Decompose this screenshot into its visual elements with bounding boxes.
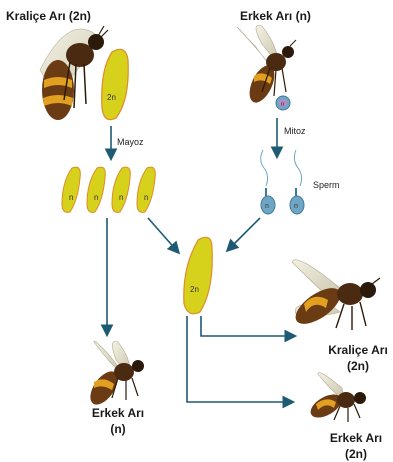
meiosis-label: Mayoz [117, 137, 144, 147]
queen-bee-icon [40, 26, 108, 120]
zygote-cell [184, 237, 212, 313]
egg-cell [137, 167, 155, 212]
egg-cell-label: n [144, 193, 148, 202]
zygote-label: 2n [190, 285, 199, 294]
egg-cell-label: n [94, 193, 98, 202]
offspring-drone-label: Erkek Arı (n) [78, 405, 158, 437]
mitosis-label: Mitoz [284, 126, 306, 136]
sperm-title: Sperm [313, 180, 340, 190]
egg-cell [112, 167, 130, 212]
egg-cell [87, 167, 105, 212]
queen-cell [102, 49, 129, 119]
drone-nucleus: n [276, 96, 290, 110]
offspring-queen-bee-icon [290, 260, 380, 331]
sperm-label: n [265, 203, 269, 210]
egg-to-zygote-arrow [148, 218, 178, 252]
offspring-drone-ploidy: (n) [78, 421, 158, 437]
offspring-worker-label: Erkek Arı (2n) [320, 430, 392, 462]
offspring-drone-name: Erkek Arı [78, 405, 158, 421]
egg-cells: n n n n [62, 167, 155, 212]
offspring-worker-name: Erkek Arı [320, 430, 392, 446]
sperm-label: n [294, 203, 298, 210]
offspring-queen-name: Kraliçe Arı [318, 342, 393, 358]
queen-cell-label: 2n [107, 93, 116, 102]
zygote-to-worker-arrow [187, 316, 292, 402]
egg-cell-label: n [119, 193, 123, 202]
zygote-to-queen-arrow [201, 316, 294, 336]
sperm-cells: n n [261, 150, 304, 214]
egg-cell-label: n [69, 193, 73, 202]
offspring-worker-bee-icon [307, 373, 366, 423]
drone-nucleus-label: n [281, 102, 284, 108]
sperm-to-zygote-arrow [228, 218, 260, 250]
drone-bee-icon [237, 25, 296, 106]
egg-cell [62, 167, 80, 212]
offspring-queen-label: Kraliçe Arı (2n) [318, 342, 393, 374]
offspring-drone-bee-icon [85, 341, 144, 409]
offspring-queen-ploidy: (2n) [318, 358, 393, 374]
